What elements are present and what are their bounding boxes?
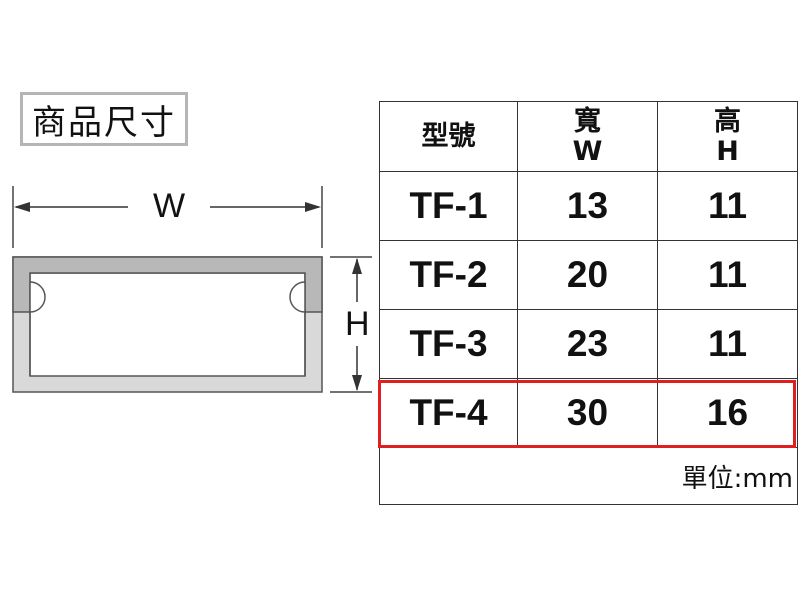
width-cell: 13: [517, 171, 658, 241]
duct-lid: [12, 256, 323, 313]
model-cell: TF-4: [379, 378, 518, 448]
table-row: TF-3 23 11: [379, 309, 798, 379]
width-arrow-left: [14, 202, 30, 212]
table-header-row: 型號 寬 W 高 H: [379, 101, 798, 172]
duct-profile: [12, 256, 323, 393]
table-row-highlighted: TF-4 30 16: [379, 378, 798, 448]
duct-profile-diagram: [12, 186, 372, 393]
header-height: 高 H: [657, 101, 798, 172]
width-arrow-right: [305, 202, 321, 212]
height-cell: 11: [657, 240, 798, 310]
table-row: TF-2 20 11: [379, 240, 798, 310]
header-model: 型號: [379, 101, 518, 172]
model-cell: TF-3: [379, 309, 518, 379]
header-width: 寬 W: [517, 101, 658, 172]
model-cell: TF-1: [379, 171, 518, 241]
snap-hook-right: [289, 281, 306, 313]
model-cell: TF-2: [379, 240, 518, 310]
height-arrow-top: [352, 258, 362, 274]
table-row: TF-1 13 11: [379, 171, 798, 241]
width-cell: 20: [517, 240, 658, 310]
width-cell: 30: [517, 378, 658, 448]
snap-hook-left: [29, 281, 46, 313]
width-label: W: [153, 187, 186, 225]
unit-note: 單位:mm: [379, 447, 798, 505]
highlight-frame: [378, 380, 796, 448]
height-cell: 11: [657, 171, 798, 241]
unit-row: 單位:mm: [379, 447, 798, 505]
section-title: 商品尺寸: [20, 92, 188, 146]
height-arrow-bottom: [352, 375, 362, 391]
height-label: H: [345, 305, 370, 343]
spec-table: 型號 寬 W 高 H TF-1 13 11 TF-2 20 11 TF-3 23…: [379, 101, 798, 505]
height-cell: 11: [657, 309, 798, 379]
width-cell: 23: [517, 309, 658, 379]
